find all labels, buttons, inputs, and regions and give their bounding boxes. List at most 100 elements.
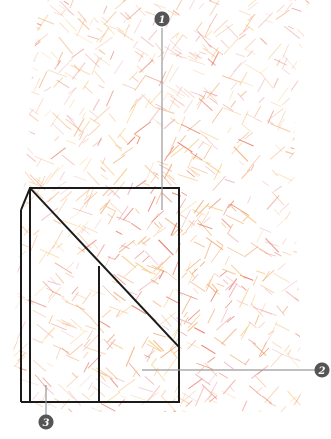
- hatch-stroke: [292, 8, 302, 11]
- hatch-stroke: [242, 401, 247, 411]
- hatch-stroke: [12, 356, 25, 368]
- hatch-stroke: [251, 243, 267, 254]
- hatch-stroke: [144, 183, 150, 185]
- hatch-stroke: [33, 310, 46, 317]
- hatch-stroke: [94, 107, 110, 122]
- hatch-stroke: [80, 375, 92, 387]
- hatch-stroke: [91, 318, 104, 333]
- hatch-stroke: [159, 222, 163, 227]
- hatch-stroke: [212, 107, 223, 123]
- hatch-stroke: [135, 251, 145, 259]
- hatch-stroke: [90, 392, 94, 397]
- hatch-stroke: [39, 252, 47, 263]
- hatch-stroke: [291, 148, 302, 152]
- hatch-stroke: [285, 345, 290, 352]
- hatch-stroke: [145, 98, 150, 108]
- hatch-stroke: [230, 387, 234, 392]
- hatch-stroke: [301, 355, 307, 357]
- hatch-stroke: [226, 276, 241, 288]
- hatch-stroke: [216, 317, 230, 330]
- hatch-stroke: [101, 167, 106, 171]
- hatch-stroke: [84, 86, 92, 94]
- hatch-stroke: [264, 331, 274, 346]
- hatch-stroke: [201, 134, 207, 138]
- hatch-stroke: [170, 100, 179, 108]
- hatch-stroke: [199, 3, 204, 9]
- hatch-stroke: [190, 0, 195, 9]
- hatch-stroke: [60, 172, 65, 180]
- hatch-stroke: [33, 392, 39, 400]
- hatch-stroke: [253, 276, 257, 286]
- hatch-stroke: [199, 52, 206, 54]
- hatch-stroke: [54, 137, 59, 142]
- hatch-stroke: [163, 95, 167, 101]
- hatch-stroke: [272, 349, 284, 356]
- hatch-stroke: [59, 37, 73, 54]
- hatch-stroke: [33, 339, 43, 343]
- hatch-stroke: [26, 153, 36, 162]
- hatch-stroke: [228, 128, 232, 133]
- hatch-stroke: [34, 78, 41, 92]
- hatch-stroke: [277, 173, 293, 180]
- hatch-stroke: [283, 252, 292, 256]
- hatch-stroke: [216, 24, 234, 37]
- leader-lines: [46, 28, 318, 415]
- hatch-stroke: [248, 197, 251, 204]
- hatch-stroke: [66, 355, 79, 361]
- hatch-stroke: [19, 77, 33, 93]
- hatch-stroke: [36, 98, 44, 113]
- hatch-stroke: [148, 196, 155, 211]
- hatch-stroke: [99, 50, 105, 55]
- hatch-stroke: [34, 230, 40, 235]
- hatch-stroke: [207, 357, 215, 363]
- hatch-stroke: [12, 61, 21, 70]
- hatch-stroke: [113, 155, 125, 164]
- hatch-stroke: [286, 291, 303, 304]
- hatch-stroke: [166, 272, 177, 281]
- hatch-stroke: [170, 118, 179, 125]
- hatch-stroke: [78, 18, 89, 30]
- hatch-stroke: [116, 231, 122, 234]
- hatch-stroke: [159, 312, 176, 325]
- hatch-stroke: [178, 175, 198, 181]
- hatch-stroke: [59, 384, 74, 399]
- hatch-stroke: [88, 125, 100, 136]
- hatch-stroke: [207, 83, 219, 98]
- hatch-stroke: [49, 315, 53, 324]
- hatch-stroke: [295, 137, 308, 148]
- hatch-stroke: [254, 375, 266, 387]
- hatch-stroke: [200, 262, 205, 267]
- hatch-stroke: [181, 124, 200, 134]
- hatch-stroke: [101, 175, 108, 180]
- hatch-stroke: [71, 319, 82, 329]
- hatch-stroke: [28, 300, 46, 307]
- hatch-stroke: [127, 104, 136, 123]
- hatch-stroke: [121, 147, 133, 155]
- hatch-stroke: [45, 87, 52, 92]
- hatch-stroke: [188, 340, 196, 349]
- hatch-stroke: [30, 235, 38, 254]
- hatch-stroke: [131, 223, 141, 230]
- hatch-stroke: [20, 50, 29, 60]
- hatch-stroke: [290, 0, 299, 1]
- hatch-stroke: [95, 71, 105, 83]
- hatch-stroke: [217, 284, 225, 287]
- hatch-stroke: [62, 348, 69, 355]
- hatch-stroke: [277, 5, 284, 12]
- hatch-stroke: [162, 193, 171, 202]
- hatch-stroke: [162, 397, 176, 412]
- hatch-stroke: [241, 286, 246, 290]
- hatch-stroke: [129, 71, 138, 80]
- hatch-stroke: [154, 222, 160, 228]
- hatch-stroke: [181, 332, 187, 336]
- hatch-stroke: [64, 87, 76, 105]
- hatch-stroke: [274, 209, 280, 215]
- hatch-stroke: [294, 124, 298, 134]
- hatch-stroke: [126, 347, 134, 367]
- hatch-stroke: [303, 244, 313, 251]
- hatch-stroke: [153, 333, 166, 337]
- hatch-stroke: [214, 20, 228, 33]
- hatch-stroke: [255, 106, 261, 117]
- hatch-stroke: [306, 252, 310, 258]
- hatch-stroke: [271, 354, 283, 367]
